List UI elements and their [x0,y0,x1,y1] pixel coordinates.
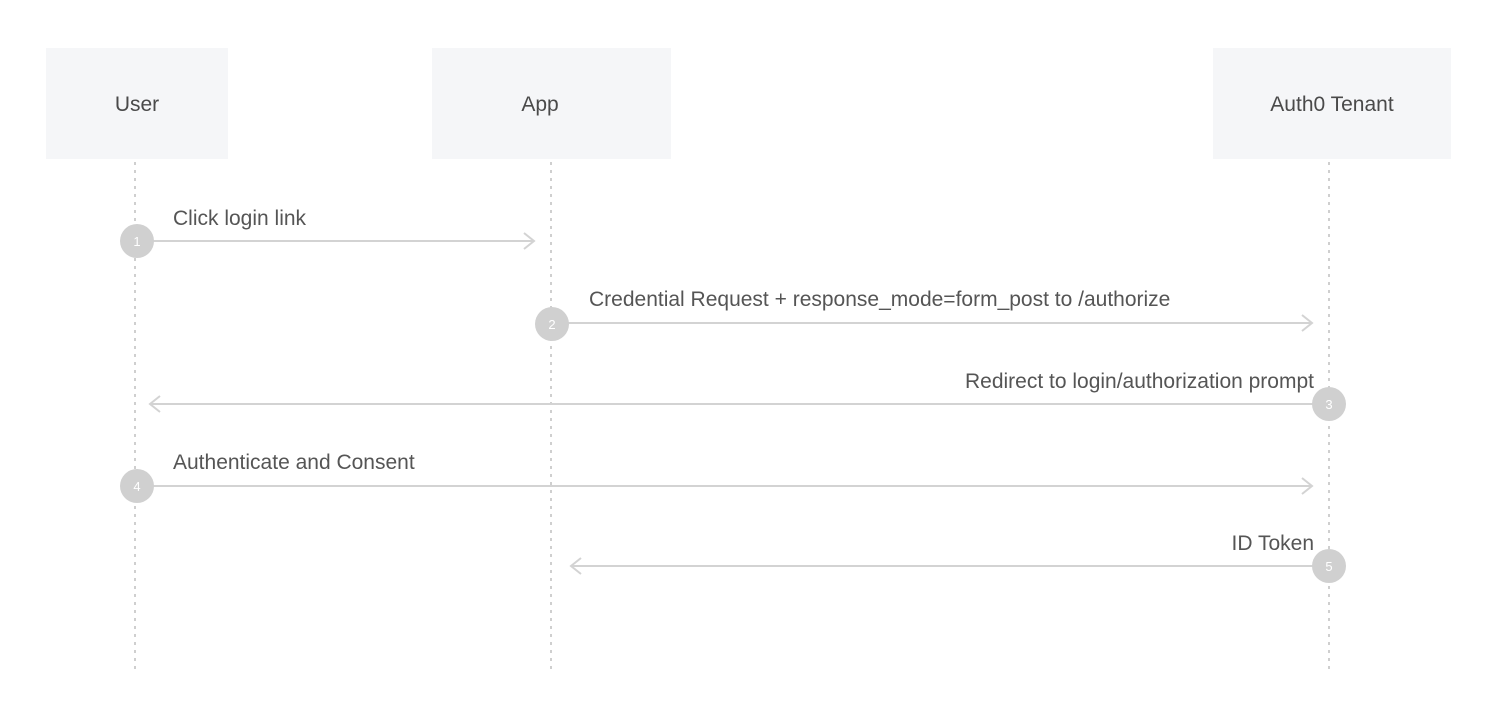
step-5-badge [1312,549,1346,583]
actor-user-label: User [115,93,159,116]
step-3-number: 3 [1325,397,1332,412]
message-3: 3 Redirect to login/authorization prompt [148,370,1346,421]
message-3-arrowhead [148,395,161,413]
step-1-badge [120,224,154,258]
actor-app-box [432,48,671,159]
message-2-arrowhead [1301,314,1314,332]
message-4-arrowhead [1301,477,1314,495]
step-2-badge [535,307,569,341]
message-5: 5 ID Token [569,532,1346,583]
actor-tenant-label: Auth0 Tenant [1270,93,1394,116]
actor-tenant: Auth0 Tenant [1213,48,1451,159]
message-4: 4 Authenticate and Consent [120,451,1314,503]
message-3-label: Redirect to login/authorization prompt [965,370,1314,393]
step-5-number: 5 [1325,559,1332,574]
step-3-badge [1312,387,1346,421]
message-1-label: Click login link [173,207,307,230]
step-1-number: 1 [133,234,140,249]
step-4-number: 4 [133,479,140,494]
message-5-label: ID Token [1232,532,1315,555]
actor-app-label: App [521,93,558,116]
actor-user: User [46,48,228,159]
step-4-badge [120,469,154,503]
step-2-number: 2 [548,317,555,332]
actor-user-box [46,48,228,159]
actor-app: App [432,48,671,159]
message-1: 1 Click login link [120,207,536,258]
actor-tenant-box [1213,48,1451,159]
message-1-arrowhead [523,232,536,250]
message-5-arrowhead [569,557,582,575]
message-2: 2 Credential Request + response_mode=for… [535,288,1314,341]
message-4-label: Authenticate and Consent [173,451,415,474]
message-2-label: Credential Request + response_mode=form_… [589,288,1170,311]
